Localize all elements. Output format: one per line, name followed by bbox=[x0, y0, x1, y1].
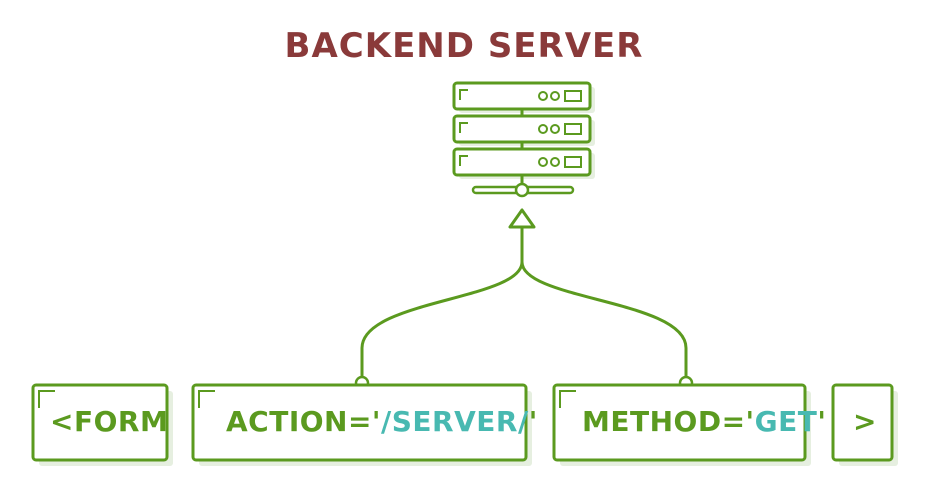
arrow-up-icon bbox=[508, 208, 536, 229]
close-label: > bbox=[853, 405, 877, 438]
action-value: /SERVER/ bbox=[381, 405, 529, 438]
form-label: <FORM bbox=[50, 405, 169, 438]
action-prefix: ACTION=' bbox=[226, 405, 382, 438]
action-attribute: ACTION='/SERVER/' bbox=[226, 408, 538, 436]
server-unit-2 bbox=[452, 114, 592, 144]
action-chip bbox=[191, 383, 528, 462]
method-suffix: ' bbox=[817, 405, 827, 438]
server-unit-1 bbox=[452, 81, 592, 111]
server-unit-3 bbox=[452, 147, 592, 177]
flow-connector bbox=[354, 208, 694, 391]
method-value: GET bbox=[754, 405, 818, 438]
backend-server-title: BACKEND SERVER bbox=[284, 26, 644, 66]
method-attribute: METHOD='GET' bbox=[582, 408, 826, 436]
form-chip bbox=[31, 383, 169, 462]
method-chip bbox=[552, 383, 807, 462]
close-chip bbox=[831, 383, 894, 462]
server-rack-icon bbox=[452, 81, 595, 198]
action-suffix: ' bbox=[528, 405, 538, 438]
method-prefix: METHOD=' bbox=[582, 405, 755, 438]
